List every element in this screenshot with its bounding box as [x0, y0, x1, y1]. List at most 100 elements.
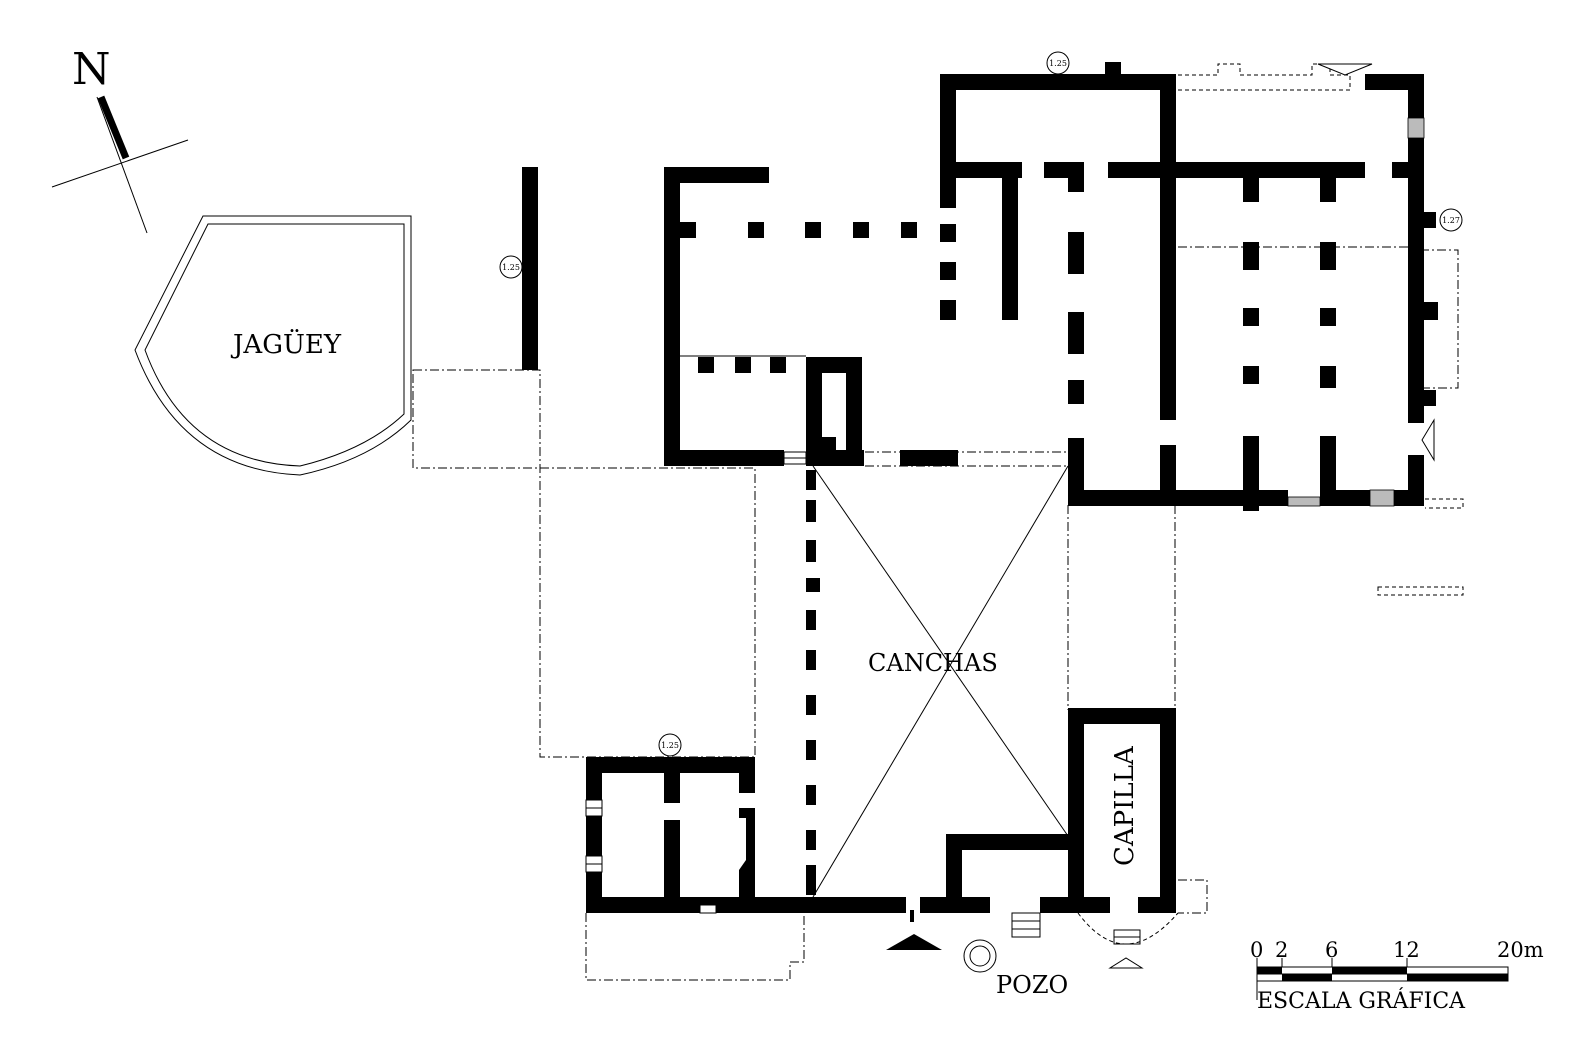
arcade-pier-c4: [1068, 380, 1084, 404]
dash-dot-outlines: [412, 63, 1464, 981]
nw-block-north-wall: [664, 167, 769, 183]
compass-cross-line: [51, 139, 189, 188]
west-freestanding-wall: [522, 167, 538, 370]
colonnade-pier-6: [806, 650, 816, 670]
colonnade-pier-10: [806, 830, 816, 850]
colonnade-pier-8: [806, 740, 816, 760]
level-marker-top: 1.25: [1046, 51, 1070, 75]
nw-block-west-wall: [664, 167, 680, 466]
north-block-north-wall: [940, 74, 1176, 90]
chapel-apse-arc: [1077, 912, 1179, 945]
east-wing-col-1c: [1243, 308, 1259, 326]
hatched-opening-2: [1287, 496, 1321, 507]
nw-hook-wall: [806, 357, 862, 466]
middle-band-wall-1: [940, 162, 1022, 178]
arcade-pier-a1: [940, 186, 956, 208]
hatched-opening-1: [1407, 117, 1425, 139]
level-marker-east: 1.27: [1439, 208, 1463, 232]
nw-inner-pier-3: [770, 357, 786, 373]
east-wall-nib-1: [1420, 212, 1436, 228]
east-north-stub: [1365, 74, 1420, 90]
colonnade-pier-11: [806, 865, 816, 895]
arcade-pier-a3: [940, 262, 956, 280]
chapel-walls: [1068, 708, 1176, 913]
svg-text:1.25: 1.25: [1049, 59, 1067, 68]
capilla-label: CAPILLA: [1110, 745, 1140, 866]
east-wing-col-2e: [1320, 436, 1336, 496]
colonnade-pier-4: [806, 578, 820, 592]
colonnade-pier-5: [806, 610, 816, 630]
scale-title: ESCALA GRÁFICA: [1257, 987, 1466, 1014]
courtyard-outline-west: [412, 369, 756, 758]
interior-wall-b: [1002, 170, 1018, 320]
north-arrow: N: [51, 44, 189, 234]
features: [585, 63, 1435, 973]
east-wing-col-1d: [1243, 366, 1259, 384]
hatched-opening-3: [1369, 489, 1395, 507]
sw-block-north-wall: [586, 757, 755, 773]
north-link-wall: [900, 450, 958, 466]
canchas-label: CANCHAS: [868, 649, 998, 677]
chapel-porch-outline: [1178, 879, 1208, 914]
nw-block-south-wall: [664, 450, 784, 466]
main-entry-marker: [886, 934, 942, 950]
east-wall-nib-3: [1420, 390, 1436, 406]
colonnade-pier-7: [806, 695, 816, 715]
east-wing-col-2c: [1320, 308, 1336, 326]
sw-block-niche: [739, 808, 755, 880]
arcade-pier-a2: [940, 224, 956, 242]
east-wing-col-1b: [1243, 242, 1259, 270]
canchas-diagonals: [812, 465, 1069, 898]
colonnade-pier-2: [806, 500, 816, 522]
scale-bar: 0 2 6 12 20m ESCALA GRÁFICA: [1250, 938, 1544, 1014]
chapel-entry-marker: [1108, 957, 1144, 969]
east-wing-south-wall-2: [1320, 490, 1370, 506]
compass-needle-bold: [97, 95, 130, 160]
pozo-well-outer: [963, 939, 997, 973]
east-step-outline: [1425, 498, 1464, 509]
scale-label-20: 20m: [1497, 938, 1544, 962]
scale-label-12: 12: [1393, 938, 1420, 962]
north-block-east-wall: [1160, 74, 1176, 164]
canchas-diagonal-2: [812, 465, 1069, 898]
colonnade-pier-1: [806, 470, 816, 490]
nw-inner-pier-1: [698, 357, 714, 373]
nw-block-stub: [680, 222, 696, 238]
level-marker-west-wall: 1.25: [499, 255, 523, 279]
south-wall-west: [586, 897, 906, 913]
north-block-west-wall: [940, 74, 956, 186]
nw-inner-pier-2: [735, 357, 751, 373]
east-wing-south-wall-3: [1394, 490, 1424, 506]
level-marker-south-block: 1.25: [658, 733, 682, 757]
nw-pier-3: [853, 222, 869, 238]
nw-pier-2: [805, 222, 821, 238]
top-extension-outline: [1178, 63, 1351, 91]
south-annex-outline: [585, 913, 805, 981]
north-entry-marker: [1317, 63, 1373, 76]
nw-pier-1: [748, 222, 764, 238]
arcade-pier-c1: [1068, 170, 1084, 192]
east-terrace-outline: [1420, 249, 1459, 389]
east-wing-col-2b: [1320, 242, 1336, 270]
east-wing-partition: [1160, 170, 1176, 420]
level-markers: 1.25 1.25 1.25 1.27: [499, 51, 1463, 757]
pozo-room-stairs: [1011, 912, 1041, 938]
pozo-room-west-wall: [946, 834, 962, 913]
south-step-1: [699, 904, 717, 914]
sw-block-interior-wall-2: [664, 820, 680, 900]
walls: [522, 62, 1438, 913]
east-passage-outline: [1067, 505, 1176, 710]
east-wall-nib-2: [1420, 302, 1438, 320]
east-wing-col-1a: [1243, 170, 1259, 202]
north-block-chimney: [1105, 62, 1121, 76]
canchas-diagonal-1: [812, 465, 1069, 837]
south-door-post: [910, 910, 914, 922]
east-exterior-wall-mid: [1408, 138, 1424, 423]
east-wing-south-wall: [1068, 490, 1288, 506]
nw-pier-4: [901, 222, 917, 238]
scale-label-6: 6: [1325, 938, 1338, 962]
north-label: N: [72, 44, 111, 95]
sw-block-interior-wall: [664, 773, 680, 803]
arcade-pier-c2: [1068, 232, 1084, 274]
east-entry-marker: [1421, 418, 1435, 462]
